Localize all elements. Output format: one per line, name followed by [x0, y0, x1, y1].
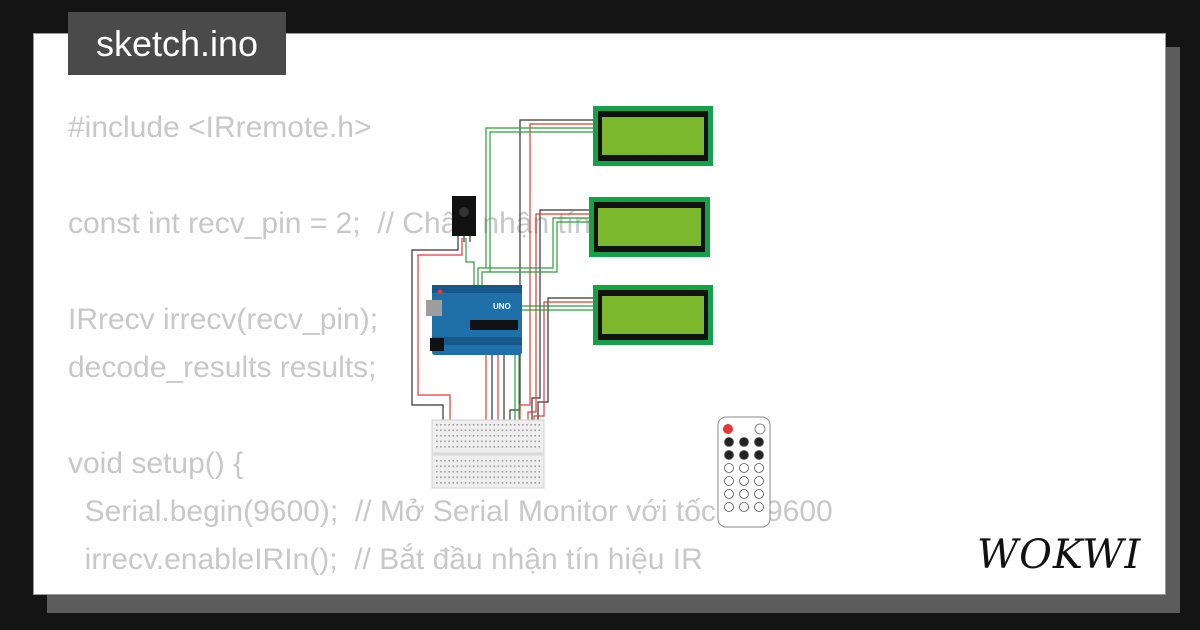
- wire-black-ir: [411, 238, 459, 425]
- lcd-display-3[interactable]: [593, 285, 713, 345]
- code-line: void setup() {: [68, 447, 244, 480]
- remote-key[interactable]: [724, 437, 734, 447]
- remote-key[interactable]: [754, 437, 764, 447]
- code-line: }: [68, 584, 833, 594]
- arduino-uno-board[interactable]: UNO: [426, 285, 522, 355]
- wire-green-lcd2-b: [490, 221, 593, 273]
- wire-green-lcd2-a: [486, 217, 593, 269]
- wire-black-lcd2: [531, 209, 593, 425]
- remote-key[interactable]: [724, 450, 734, 460]
- remote-key[interactable]: [754, 463, 764, 473]
- remote-key[interactable]: [724, 476, 734, 486]
- code-line: irrecv.enableIRIn(); // Bắt đầu nhận tín…: [68, 543, 703, 576]
- remote-key[interactable]: [724, 463, 734, 473]
- wire-green-lcd3-a: [514, 305, 597, 425]
- remote-key[interactable]: [739, 502, 749, 512]
- wires: [411, 119, 597, 426]
- lcd-display-1[interactable]: [593, 106, 713, 166]
- menu-button: [754, 423, 766, 435]
- remote-key[interactable]: [754, 450, 764, 460]
- uno-label: UNO: [493, 302, 511, 311]
- remote-key[interactable]: [739, 463, 749, 473]
- remote-key[interactable]: [739, 489, 749, 499]
- code-line: decode_results results;: [68, 351, 377, 384]
- ir-receiver[interactable]: [452, 196, 476, 242]
- wokwi-logo: WOKWI: [977, 532, 1141, 578]
- wire-black-lcd3: [537, 297, 597, 425]
- wire-green-ir: [465, 238, 475, 290]
- code-line: #include <IRremote.h>: [68, 111, 372, 144]
- wire-red-ir: [417, 238, 463, 425]
- remote-key[interactable]: [739, 450, 749, 460]
- wire-red-lcd3: [533, 301, 597, 425]
- power-button: [723, 424, 733, 434]
- file-title-tab[interactable]: sketch.ino: [68, 12, 286, 75]
- remote-key[interactable]: [739, 476, 749, 486]
- wire-red-lcd2: [527, 213, 593, 425]
- breadboard: [431, 419, 545, 489]
- remote-key[interactable]: [754, 476, 764, 486]
- wire-green-lcd3-b: [518, 309, 597, 426]
- lcd-display-2[interactable]: [589, 197, 710, 257]
- remote-key[interactable]: [754, 489, 764, 499]
- code-line: IRrecv irrecv(recv_pin);: [68, 303, 379, 336]
- remote-key[interactable]: [724, 489, 734, 499]
- ir-remote[interactable]: [717, 416, 771, 528]
- remote-key[interactable]: [739, 437, 749, 447]
- wire-red-lcd1: [519, 123, 597, 425]
- svg-text:WOKWI: WOKWI: [977, 532, 1141, 578]
- remote-key[interactable]: [724, 502, 734, 512]
- remote-key[interactable]: [754, 502, 764, 512]
- wire-green-lcd1-a: [477, 127, 597, 290]
